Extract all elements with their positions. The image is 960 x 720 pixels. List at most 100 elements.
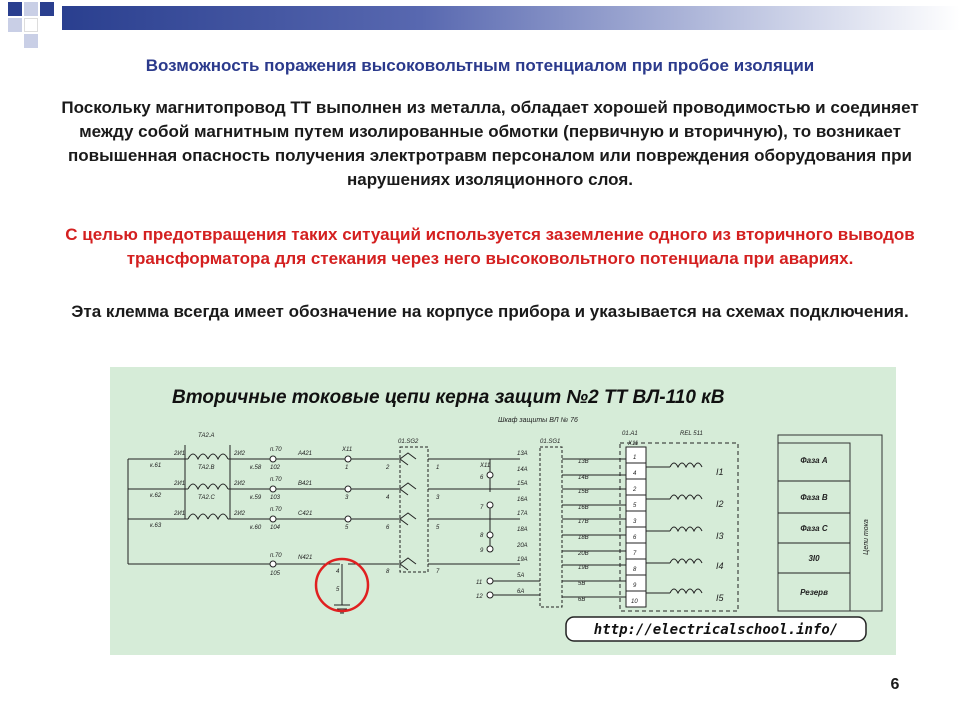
- x11-mid-num: 11: [476, 580, 482, 586]
- sg1-left: 19А: [517, 557, 528, 563]
- sg1-right: 20В: [577, 551, 589, 557]
- relay-label-i2: I2: [716, 499, 724, 509]
- legend-3i0: 3I0: [808, 554, 820, 563]
- x11-right-num: 7: [633, 551, 637, 557]
- sg1-left: 6А: [517, 589, 524, 595]
- k-right-label: к.58: [250, 465, 262, 471]
- x11-mid-num: 8: [480, 533, 484, 539]
- sg1-right: 5В: [578, 581, 585, 587]
- sg2-left-num: 4: [386, 495, 390, 501]
- x11-left-num: 4: [336, 569, 340, 575]
- sg2-right-num: 1: [436, 465, 439, 471]
- x11-left-label: Х11: [341, 447, 352, 453]
- legend-reserve: Резерв: [800, 588, 828, 597]
- legend-phase-b: Фаза В: [800, 493, 827, 502]
- x11-mid-num: 7: [480, 505, 484, 511]
- sg1-right: 18В: [578, 535, 589, 541]
- sg2-label: 01.SG2: [398, 439, 419, 445]
- title-gradient-bar: [62, 6, 960, 30]
- x11-right-num: 6: [633, 535, 637, 541]
- decor-square: [24, 2, 38, 16]
- x11-right-num: 5: [633, 503, 637, 509]
- decor-square: [40, 2, 54, 16]
- wire-id: 105: [270, 571, 281, 577]
- slide-title: Возможность поражения высоковольтным пот…: [145, 56, 815, 75]
- highlight-paragraph: С целью предотвращения таких ситуаций ис…: [65, 225, 915, 268]
- sg1-left: 18А: [517, 527, 528, 533]
- sg1-right: 6В: [578, 597, 585, 603]
- ct-term-1: 2И1: [173, 511, 185, 517]
- decor-square: [8, 2, 22, 16]
- k-right-label: к.59: [250, 495, 262, 501]
- sg1-left: 15А: [517, 481, 528, 487]
- diagram-title: Вторичные токовые цепи керна защит №2 ТТ…: [172, 387, 725, 408]
- x11-left-num: 5: [336, 587, 340, 593]
- sg1-right: 14В: [578, 475, 589, 481]
- x11-right-num: 10: [631, 599, 638, 605]
- source-url[interactable]: http://electricalschool.info/: [594, 622, 838, 638]
- n70-label: п.70: [270, 553, 282, 559]
- wire-code: В421: [298, 481, 312, 487]
- x11-right-num: 1: [633, 455, 636, 461]
- sg1-left: 5А: [517, 573, 524, 579]
- sg2-left-num: 6: [386, 525, 390, 531]
- x11-right-num: 3: [633, 519, 637, 525]
- sg1-label: 01.SG1: [540, 439, 560, 445]
- x11-mid-num: 6: [480, 475, 484, 481]
- wire-code: N421: [298, 555, 312, 561]
- sg1-left: 14А: [517, 467, 528, 473]
- x11-left-num: 1: [345, 465, 348, 471]
- relay-label-i5: I5: [716, 593, 725, 603]
- ct-term-2: 2И2: [233, 511, 246, 517]
- k-label: к.62: [150, 493, 162, 499]
- legend-phase-c: Фаза С: [800, 524, 827, 533]
- ct-term-2: 2И2: [233, 481, 246, 487]
- x11-mid-label: Х11: [479, 463, 490, 469]
- k-right-label: к.60: [250, 525, 262, 531]
- k-label: к.61: [150, 463, 161, 469]
- url-box: [565, 616, 867, 642]
- ct-term-2: 2И2: [233, 451, 246, 457]
- relay-label-i3: I3: [716, 531, 724, 541]
- sg2-right-num: 5: [436, 525, 440, 531]
- sg1-left: 13А: [517, 451, 528, 457]
- wire-id: 104: [270, 525, 281, 531]
- ct-term-1: 2И1: [173, 481, 185, 487]
- body-paragraph: Поскольку магнитопровод ТТ выполнен из м…: [61, 98, 919, 189]
- sg2-right-num: 7: [436, 569, 440, 575]
- rel-label: REL 511: [680, 431, 703, 437]
- sg2-left-num: 8: [386, 569, 390, 575]
- relay-label-i4: I4: [716, 561, 724, 571]
- sg1-right: 15В: [578, 489, 589, 495]
- x11-right-num: 8: [633, 567, 637, 573]
- page-number: 6: [890, 676, 900, 693]
- sg1-left: 16А: [517, 497, 528, 503]
- ground-highlight-circle: [314, 557, 370, 613]
- wiring-diagram: Вторичные токовые цепи керна защит №2 ТТ…: [110, 367, 896, 655]
- wire-id: 102: [270, 465, 281, 471]
- sg2-right-num: 3: [436, 495, 440, 501]
- legend-phase-a: Фаза А: [800, 456, 827, 465]
- sg1-left: 17А: [517, 511, 528, 517]
- decor-square: [24, 18, 38, 32]
- sg1-right: 16В: [578, 505, 589, 511]
- wire-code: А421: [297, 451, 312, 457]
- x11-right-num: 2: [632, 487, 637, 493]
- ct-term-1: 2И1: [173, 451, 185, 457]
- sg1-right: 19В: [578, 565, 589, 571]
- cabinet-label: Шкаф защиты ВЛ № 76: [498, 417, 578, 424]
- sg1-right: 13В: [578, 459, 589, 465]
- x11-left-num: 5: [345, 525, 349, 531]
- sg2-left-num: 2: [385, 465, 390, 471]
- sg1-left: 20А: [516, 543, 528, 549]
- ct-label-c: ТА2.С: [198, 495, 215, 501]
- ct-label-b: ТА2.В: [198, 465, 214, 471]
- x11-right-num: 9: [633, 583, 637, 589]
- x11-left-num: 3: [345, 495, 349, 501]
- n70-label: п.70: [270, 447, 282, 453]
- relay-label-i1: I1: [716, 467, 724, 477]
- decor-square: [8, 18, 22, 32]
- x11-mid-num: 12: [476, 594, 483, 600]
- wire-id: 103: [270, 495, 281, 501]
- top-decoration-bar: [0, 0, 960, 48]
